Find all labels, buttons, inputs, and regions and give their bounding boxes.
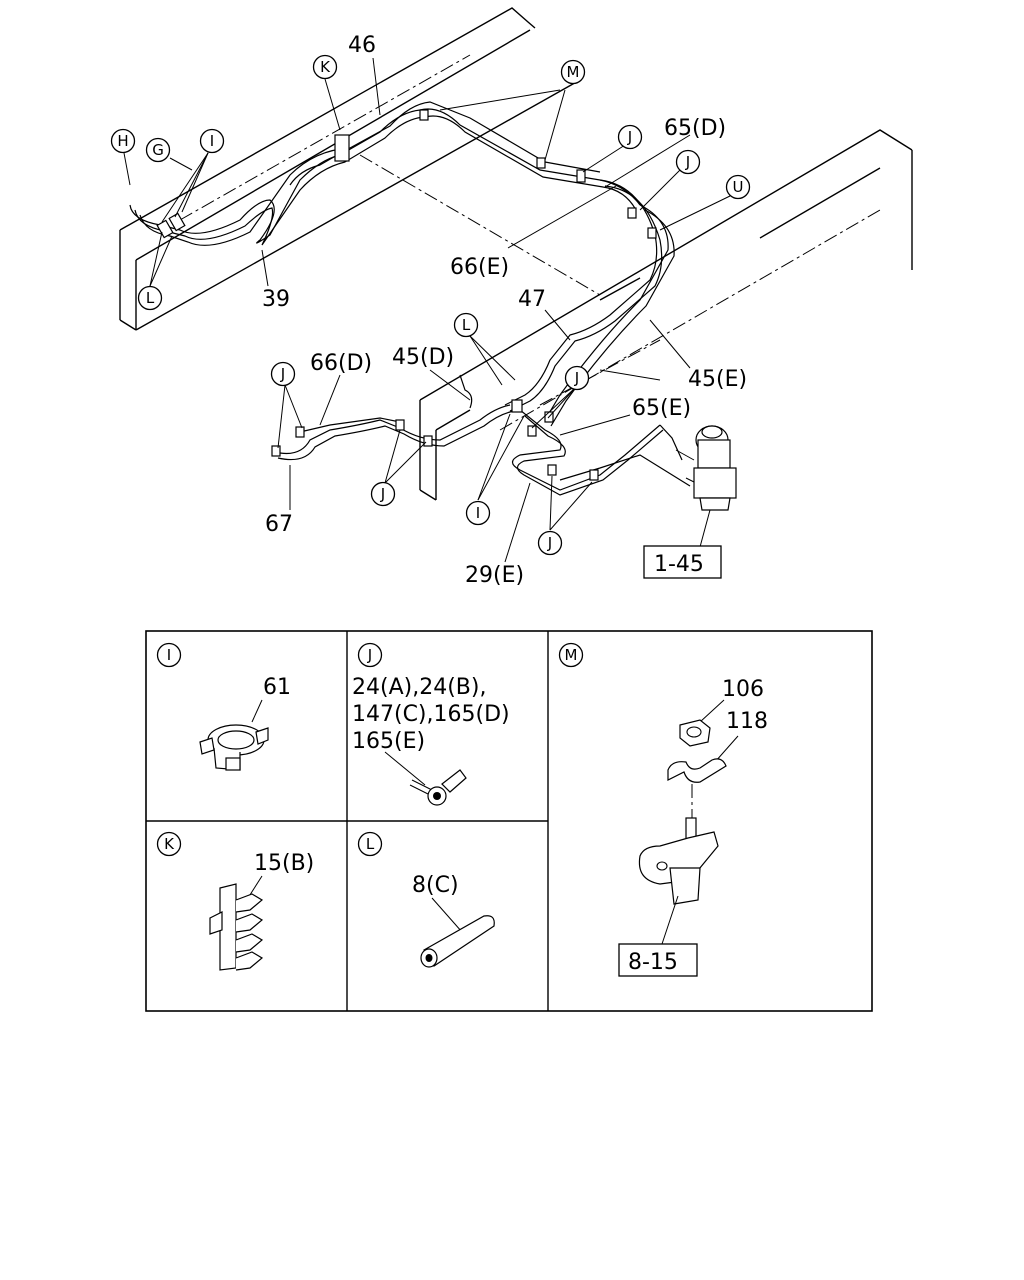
panel-m-part-106: 106 — [722, 677, 764, 702]
label-66d: 66(D) — [310, 351, 372, 376]
panel-k: K 15(B) — [156, 831, 314, 971]
callout-l-mid: L — [453, 312, 479, 338]
label-67: 67 — [265, 512, 293, 537]
callout-j-2: J — [675, 149, 701, 175]
label-65e: 65(E) — [632, 396, 691, 421]
panel-j: J 24(A),24(B), 147(C),165(D) 165(E) — [352, 642, 510, 806]
label-66e: 66(E) — [450, 255, 509, 280]
callout-j-6: J — [537, 530, 563, 556]
callout-u-text: U — [733, 178, 744, 196]
callout-l-left: L — [137, 285, 163, 311]
panel-k-key: K — [164, 835, 175, 853]
label-ref-1-45: 1-45 — [654, 552, 704, 577]
panel-m-part-118: 118 — [726, 709, 768, 734]
panel-i-key: I — [167, 646, 171, 664]
callout-j-text: J — [280, 365, 285, 383]
clamp-j-drawing — [409, 769, 467, 806]
detail-table: I 61 J 24(A),24(B), 147(C),165(D) 165(E) — [145, 630, 873, 1012]
panel-m: M 106 118 8-15 — [558, 642, 768, 977]
clip-15b-drawing — [209, 883, 264, 971]
label-46: 46 — [348, 33, 376, 58]
part-labels: 46 39 65(D) 66(E) 47 66(D) 45(D) 45(E) 6… — [262, 33, 747, 588]
label-47: 47 — [518, 287, 546, 312]
callout-m: M — [560, 59, 586, 85]
label-45e: 45(E) — [688, 367, 747, 392]
callout-j-text: J — [627, 128, 632, 146]
brake-pipes — [129, 101, 691, 496]
callout-j-text: J — [574, 369, 579, 387]
callout-j-3: J — [270, 361, 296, 387]
pipe-clamps — [156, 109, 657, 481]
callout-u: U — [725, 174, 751, 200]
panel-j-line-1: 24(A),24(B), — [352, 675, 486, 700]
clip-61-drawing — [199, 724, 269, 771]
sleeve-8c-drawing — [420, 915, 495, 968]
callout-h: H — [110, 128, 136, 154]
callout-k: K — [312, 54, 338, 80]
callout-j-text: J — [547, 534, 552, 552]
label-39: 39 — [262, 287, 290, 312]
panel-l-part-8c: 8(C) — [412, 873, 459, 898]
panel-m-ref: 8-15 — [628, 950, 678, 975]
callout-j-text: J — [380, 485, 385, 503]
callout-i-bottom: I — [465, 500, 491, 526]
callout-l-text: L — [146, 289, 155, 307]
panel-l: L 8(C) — [357, 831, 495, 968]
ref-box-1-45 — [643, 545, 722, 579]
callout-i-text: I — [210, 132, 214, 150]
callout-k-text: K — [320, 58, 331, 76]
callout-h-text: H — [117, 132, 128, 150]
callout-i-text: I — [476, 504, 480, 522]
leader-lines — [123, 57, 731, 563]
ref-box-8-15 — [618, 943, 698, 977]
callout-m-text: M — [567, 63, 580, 81]
callout-i-top: I — [199, 128, 225, 154]
label-45d: 45(D) — [392, 345, 454, 370]
bracket-m-drawing — [638, 719, 727, 905]
panel-i: I 61 — [156, 642, 291, 771]
label-65d: 65(D) — [664, 116, 726, 141]
panel-m-key: M — [565, 646, 578, 664]
callout-g-text: G — [152, 141, 164, 159]
callout-j-1: J — [617, 124, 643, 150]
panel-l-key: L — [366, 835, 375, 853]
panel-j-key: J — [367, 646, 372, 664]
callout-j-text: J — [685, 153, 690, 171]
callout-l-text: L — [462, 316, 471, 334]
callout-j-5: J — [370, 481, 396, 507]
panel-i-part-61: 61 — [263, 675, 291, 700]
callout-bubbles: H G I L K M J J U L J J J I J — [110, 54, 751, 556]
callout-j-4: J — [564, 365, 590, 391]
label-29e: 29(E) — [465, 563, 524, 588]
master-cylinder-assembly — [675, 425, 737, 511]
frame-rails — [119, 7, 913, 501]
callout-g: G — [145, 137, 171, 163]
panel-j-line-2: 147(C),165(D) — [352, 702, 510, 727]
panel-k-part-15b: 15(B) — [254, 851, 314, 876]
panel-j-line-3: 165(E) — [352, 729, 425, 754]
